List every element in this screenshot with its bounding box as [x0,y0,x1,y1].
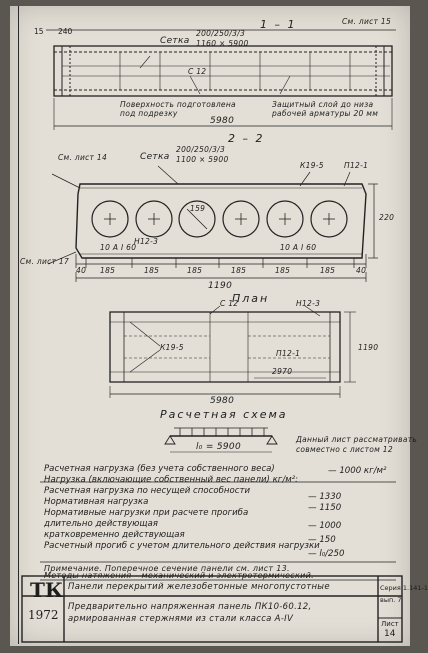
n12-label-plan: Н12-3 [296,299,321,308]
inner-dim-plan: 2970 [272,367,293,376]
series-name: Панели перекрытий железобетонные многопу… [68,582,330,592]
section-2-2-voids [91,200,348,238]
scheme-note-2: совместно с листом 12 [296,445,393,454]
dim-2-2-3: 185 [187,266,203,275]
length-1-1: 5980 [210,116,235,126]
section-1-1-drawing [46,29,396,130]
series-code: Серия 1.141-1 [380,584,428,592]
load-row-8-label: Расчетный прогиб с учетом длительного де… [44,541,320,551]
panel-desc-1: Предварительно напряженная панель ПК10-6… [68,602,312,612]
plan-title: План [232,292,270,305]
drawing-sheet: 15 240 Сетка 200/250/3/3 1160 × 5900 1 –… [10,6,428,646]
cover-note-1: Защитный слой до низа [272,100,374,109]
width-2-2: 1190 [208,281,233,291]
loads-lines [40,481,396,581]
load-row-4-label: Нормативная нагрузка [44,497,149,507]
k19-label-2-2: К19-5 [300,161,324,170]
dim-15: 15 [34,27,44,36]
p12-label-plan: П12-1 [276,349,301,358]
sheet-frame [18,6,407,644]
load-row-3-value: — 1330 [308,492,342,502]
n12-label-2-2: Н12-3 [134,237,159,246]
rod-label-1-1: С 12 [188,67,207,76]
mesh-label-1-1: Сетка [160,36,190,46]
section-2-2-dimensions [47,165,378,282]
note-line-2: Методы натяжения – механический и электр… [44,571,314,580]
rod-label-plan: С 12 [220,299,239,308]
scheme-span: l₀ = 5900 [196,442,241,452]
mesh-spec-bottom-2-2: 1100 × 5900 [176,155,229,164]
dim-240: 240 [58,27,73,36]
p12-label-2-2: П12-1 [344,161,369,170]
see-sheet-15: См. лист 15 [342,17,392,26]
height-2-2: 220 [379,213,395,222]
surface-note-2: под подрезку [120,109,178,118]
load-row-6-value: — 1000 [308,521,342,531]
load-row-3-label: Расчетная нагрузка по несущей способност… [44,486,251,496]
issue: вып. 7 [380,596,402,604]
section-2-2-drawing [75,183,367,259]
dim-2-2-2: 185 [144,266,160,275]
dim-2-2-6: 185 [320,266,336,275]
year: 1972 [28,608,59,622]
width-plan: 1190 [358,343,379,352]
dim-2-2-1: 185 [100,266,116,275]
drawing-linework [21,29,403,643]
load-row-8-value: — l₀/250 [308,549,345,559]
void-diameter: 159 [190,204,206,213]
see-sheet-14: См. лист 14 [58,153,108,162]
load-row-2-label: Нагрузка (включающие собственный вес пан… [44,475,299,485]
mesh-spec-bottom-1-1: 1160 × 5900 [196,39,249,48]
scheme-note-1: Данный лист рассматривать [296,435,418,444]
title-block-lines [21,575,403,643]
note-line-1: Примечание. Поперечное сечение панели см… [44,564,290,573]
sheet-number: 14 [384,629,396,639]
dim-2-2-5: 185 [275,266,291,275]
section-2-2-title: 2 – 2 [228,132,265,145]
tk-mark: ТК [30,578,64,602]
k19-label-plan: К19-5 [160,343,184,352]
mesh-label-2-2: Сетка [140,152,170,162]
panel-desc-2: армированная стержнями из стали класса А… [68,614,294,624]
hole-right-label: 10 А I 60 [280,243,317,252]
load-row-1-value: — 1000 кг/м² [328,466,387,476]
load-row-7-label: кратковременно действующая [44,530,185,540]
load-row-5-label: Нормативные нагрузки при расчете прогиба [44,508,249,518]
load-row-1-label: Расчетная нагрузка (без учета собственно… [44,464,275,474]
hole-left-label: 10 А I 60 [100,243,137,252]
sheet-label: Лист [381,620,399,628]
load-row-7-value: — 150 [308,535,336,545]
cover-note-2: рабочей арматуры 20 мм [272,109,379,118]
length-plan: 5980 [210,396,235,406]
surface-note-1: Поверхность подготовлена [120,100,236,109]
dim-2-2-7: 40 [356,266,367,275]
load-row-6-label: длительно действующая [44,519,158,529]
plan-drawing [109,305,356,398]
dim-2-2-4: 185 [231,266,247,275]
scheme-title: Расчетная схема [160,408,288,421]
section-1-1-title: 1 – 1 [260,18,297,31]
see-sheet-17: См. лист 17 [20,257,70,266]
load-row-4-value: — 1150 [308,503,342,513]
scheme-drawing [164,427,278,453]
mesh-spec-top-1-1: 200/250/3/3 [196,29,246,38]
dim-2-2-0: 40 [76,266,87,275]
mesh-spec-top-2-2: 200/250/3/3 [176,145,226,154]
